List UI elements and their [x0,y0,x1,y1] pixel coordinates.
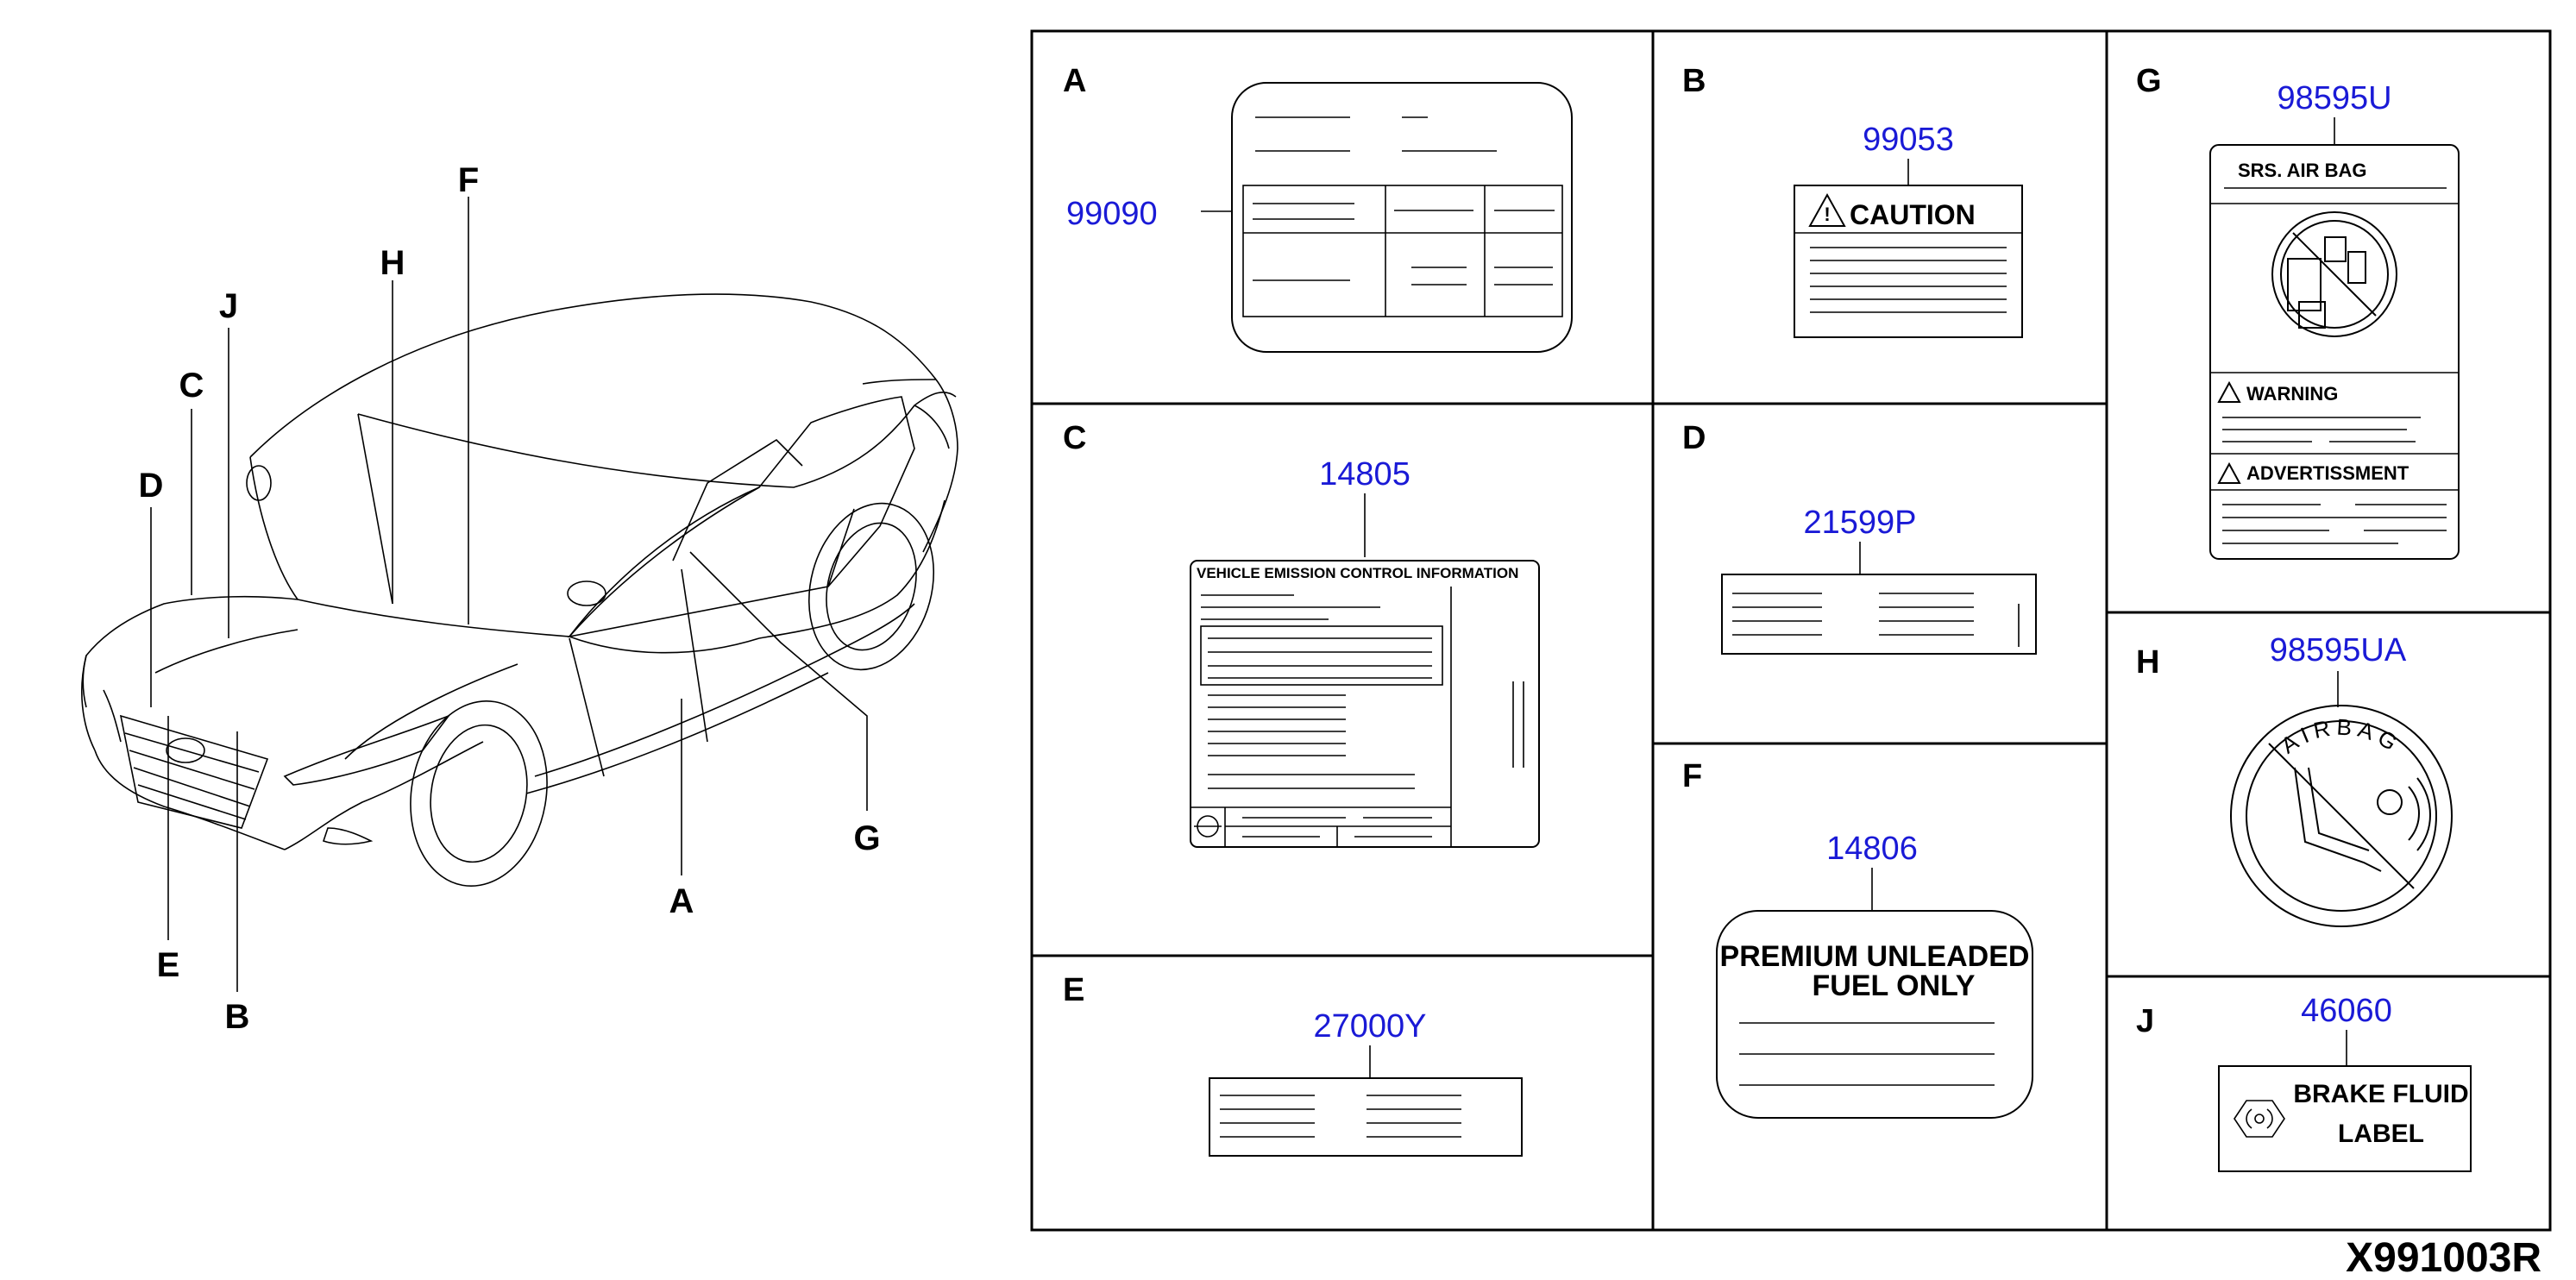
panel-A-letter: A [1063,63,1086,99]
panel-F-line1: PREMIUM UNLEADED [1720,940,2030,973]
panel-C-header: VEHICLE EMISSION CONTROL INFORMATION [1197,565,1518,581]
panel-H-letter: H [2136,644,2159,681]
panel-G-advertissment: ADVERTISSMENT [2246,462,2410,484]
callout-leaders [150,197,868,992]
panel-F-letter: F [1682,758,1702,794]
no-airbag-child-seat-icon: AIRBAG [2230,705,2453,927]
panel-J-letter: J [2136,1003,2154,1039]
svg-text:AIRBAG: AIRBAG [2277,714,2407,759]
callout-C: C [179,367,204,405]
panel-D: D 21599P [1682,420,2037,655]
callout-J: J [219,287,238,325]
panel-B-part-number: 99053 [1863,122,1954,158]
panel-D-letter: D [1682,420,1706,456]
caution-triangle-icon [1808,192,1846,227]
panel-C-part-number: 14805 [1319,456,1411,493]
panel-E-part-number: 27000Y [1313,1008,1426,1045]
callout-H: H [380,244,405,282]
svg-text:!: ! [1824,204,1830,225]
callout-E: E [157,946,180,984]
diagram-code: X991003R [2346,1235,2541,1280]
panel-G-part-number: 98595U [2277,80,2391,116]
panel-J-part-number: 46060 [2301,993,2392,1029]
brake-fluid-icon [2234,1100,2285,1138]
panel-G-letter: G [2136,63,2162,99]
panel-G: G 98595U SRS. AIR BAG WARNING ADVERTISSM… [2136,63,2460,560]
panel-E-letter: E [1063,972,1084,1008]
panel-B: B 99053 ! CAUTION [1682,63,2023,338]
panel-C-letter: C [1063,420,1086,456]
panel-F: F 14806 PREMIUM UNLEADED FUEL ONLY [1682,758,2033,1119]
panel-G-header: SRS. AIR BAG [2238,160,2367,181]
callout-D: D [139,467,164,505]
panel-E: E 27000Y [1063,972,1523,1157]
callout-F: F [458,161,479,199]
callout-A: A [669,882,694,920]
panel-B-letter: B [1682,63,1706,99]
callout-G: G [853,819,880,857]
panel-D-part-number: 21599P [1803,505,1916,541]
callout-labels: F H J C D E B A G [139,161,881,1036]
no-child-seat-icon [2271,211,2397,337]
panel-A-part-number: 99090 [1066,196,1158,232]
label-grid [1030,29,2552,1232]
panel-B-caution: CAUTION [1850,199,1976,230]
nissan-logo-icon [1194,815,1222,838]
car-illustration [81,293,958,888]
panel-C: C 14805 VEHICLE EMISSION CONTROL INFORMA… [1063,420,1540,848]
panel-F-part-number: 14806 [1826,831,1918,867]
panel-J: J 46060 BRAKE FLUID LABEL [2136,993,2472,1172]
panel-F-line2: FUEL ONLY [1813,969,1976,1002]
panel-G-warning: WARNING [2246,383,2338,405]
panel-A: A 99090 [1063,63,1573,353]
callout-B: B [225,998,250,1036]
panel-J-line2: LABEL [2338,1120,2424,1148]
panel-H-part-number: 98595UA [2270,632,2407,668]
advertissment-triangle-icon [2217,461,2241,484]
panel-H-ring-text: AIRBAG [2277,714,2402,759]
panel-J-line1: BRAKE FLUID [2293,1080,2468,1108]
warning-triangle-icon [2217,380,2241,403]
panel-H: H 98595UA AIRBAG [2136,632,2453,927]
